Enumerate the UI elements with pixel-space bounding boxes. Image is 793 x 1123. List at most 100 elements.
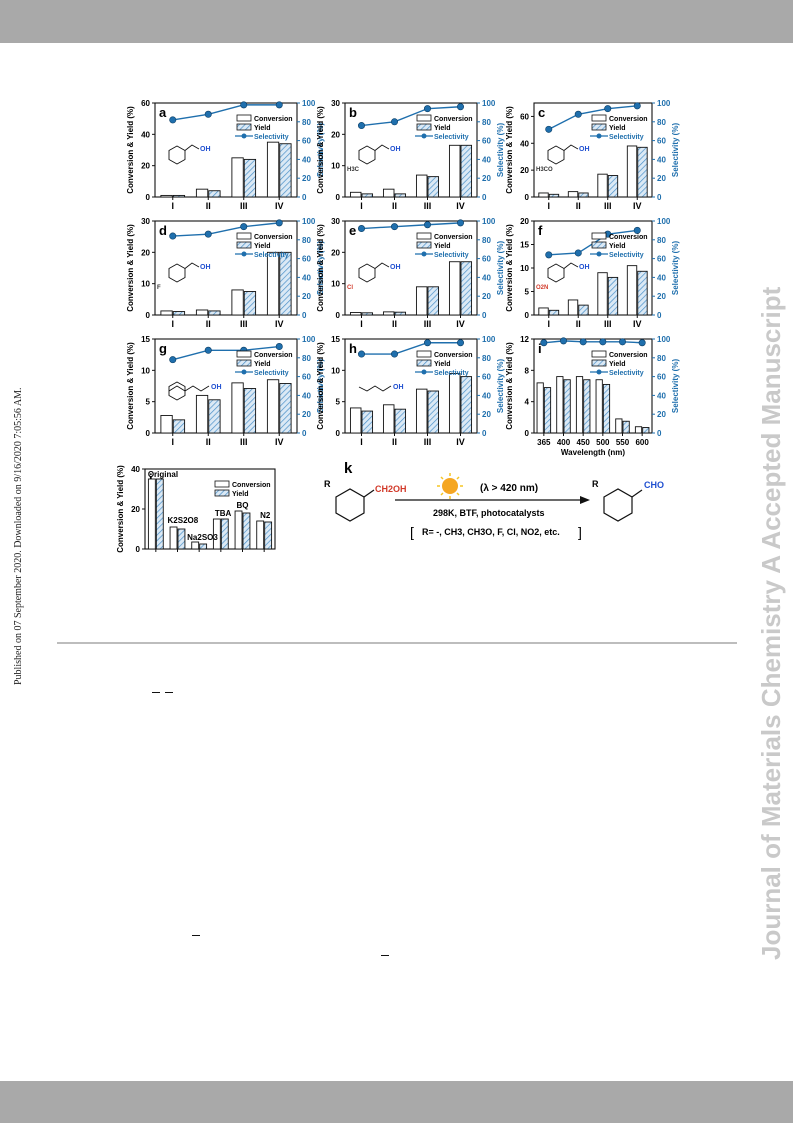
y-tick-label: 40 xyxy=(141,130,150,139)
yield-bar xyxy=(220,518,229,550)
legend-yield-label: Yield xyxy=(254,125,270,132)
hydroxyl-label: OH xyxy=(200,146,211,153)
y2-tick-label: 80 xyxy=(302,118,311,127)
substituent-label: H3CO xyxy=(536,167,553,173)
y-tick-label: 60 xyxy=(141,99,150,108)
legend-conversion-swatch xyxy=(591,350,607,358)
hydroxyl-label: OH xyxy=(579,264,590,271)
conversion-bar xyxy=(160,310,173,316)
y-tick-label: 15 xyxy=(331,335,340,344)
panel-label-k: k xyxy=(344,460,353,477)
selectivity-point xyxy=(545,125,553,133)
y-tick-label: 40 xyxy=(520,139,529,148)
yield-bar xyxy=(242,512,251,550)
x-tick-label: II xyxy=(576,201,581,211)
legend-conversion-label: Conversion xyxy=(609,352,648,359)
y-axis-label: Conversion & Yield (%) xyxy=(126,106,135,194)
y2-tick-label: 60 xyxy=(657,255,666,264)
legend-selectivity-label: Selectivity xyxy=(609,134,644,141)
y-tick-label: 5 xyxy=(525,288,530,297)
y-tick-label: 10 xyxy=(520,264,529,273)
legend-conversion-swatch xyxy=(591,232,607,240)
carbon-chain xyxy=(168,385,210,392)
y2-tick-label: 0 xyxy=(482,193,487,202)
benzene-ring xyxy=(547,145,565,165)
plot-frame xyxy=(344,102,478,198)
y-tick-label: 0 xyxy=(336,193,341,202)
selectivity-point xyxy=(275,101,283,109)
legend-conversion-label: Conversion xyxy=(254,234,293,241)
y2-tick-label: 20 xyxy=(482,292,491,301)
legend-yield-label: Yield xyxy=(609,361,625,368)
journal-watermark-text: Journal of Materials Chemistry A Accepte… xyxy=(756,286,786,960)
panel-label-h: h xyxy=(349,341,357,356)
benzene-ring xyxy=(358,263,376,283)
conversion-bar xyxy=(195,309,209,316)
y2-tick-label: 0 xyxy=(302,193,307,202)
legend-yield-label: Yield xyxy=(434,361,450,368)
hydroxyl-label: OH xyxy=(579,146,590,153)
y2-tick-label: 100 xyxy=(482,335,496,344)
yield-bar xyxy=(563,379,571,434)
y2-tick-label: 40 xyxy=(657,155,666,164)
y-tick-label: 0 xyxy=(146,193,151,202)
panel-label-c: c xyxy=(538,105,545,120)
y2-tick-label: 100 xyxy=(302,99,316,108)
legend-conversion-swatch xyxy=(591,114,607,122)
y-tick-label: 0 xyxy=(136,545,141,554)
legend-yield-label: Yield xyxy=(254,243,270,250)
y-tick-label: 20 xyxy=(520,217,529,226)
y-tick-label: 20 xyxy=(520,166,529,175)
yield-bar xyxy=(199,543,208,550)
y-axis-label: Conversion & Yield (%) xyxy=(316,224,325,312)
y2-tick-label: 40 xyxy=(482,273,491,282)
y-axis-label: Conversion & Yield (%) xyxy=(505,224,514,312)
selectivity-point xyxy=(579,338,587,346)
conversion-bar xyxy=(266,141,280,198)
y2-tick-label: 100 xyxy=(657,335,671,344)
y-axis-label: Conversion & Yield (%) xyxy=(126,224,135,312)
y2-axis-label: Selectivity (%) xyxy=(671,123,680,178)
conversion-bar xyxy=(597,272,608,316)
yield-bar xyxy=(427,176,440,198)
conversion-bar xyxy=(256,520,265,550)
conversion-bar xyxy=(556,376,564,434)
selectivity-point xyxy=(633,226,641,234)
product-cho-group: CHO xyxy=(644,480,664,490)
x-tick-label: I xyxy=(360,201,363,211)
yield-bar xyxy=(243,158,257,198)
legend-conversion-label: Conversion xyxy=(254,352,293,359)
y-tick-label: 15 xyxy=(520,241,529,250)
legend-conversion-label: Conversion xyxy=(434,234,473,241)
conversion-bar xyxy=(349,191,362,198)
x-tick-label: I xyxy=(360,319,363,329)
y2-axis-label: Selectivity (%) xyxy=(496,359,505,414)
legend-conversion-swatch xyxy=(236,114,252,122)
x-tick-label: II xyxy=(392,319,397,329)
page-header-bar xyxy=(0,0,793,43)
selectivity-point xyxy=(169,232,177,240)
y-tick-label: 8 xyxy=(525,366,530,375)
legend-conversion-swatch xyxy=(236,232,252,240)
conversion-bar xyxy=(349,312,362,316)
y-tick-label: 10 xyxy=(331,162,340,171)
yield-bar xyxy=(460,261,473,316)
legend-conversion-label: Conversion xyxy=(254,116,293,123)
panel-label-d: d xyxy=(159,223,167,238)
yield-bar xyxy=(583,379,591,434)
y2-tick-label: 20 xyxy=(657,292,666,301)
bracket-right: ] xyxy=(578,524,582,540)
y2-tick-label: 100 xyxy=(302,335,316,344)
yield-bar xyxy=(361,193,374,198)
y-axis-label: Conversion & Yield (%) xyxy=(116,465,125,553)
y2-tick-label: 80 xyxy=(482,118,491,127)
y-axis-label: Conversion & Yield (%) xyxy=(316,106,325,194)
plot-frame xyxy=(533,338,653,434)
yield-bar xyxy=(394,408,407,434)
conversion-bar xyxy=(634,426,643,434)
legend-selectivity-marker xyxy=(596,251,602,257)
legend-selectivity-marker xyxy=(241,369,247,375)
conversion-bar xyxy=(597,173,608,198)
